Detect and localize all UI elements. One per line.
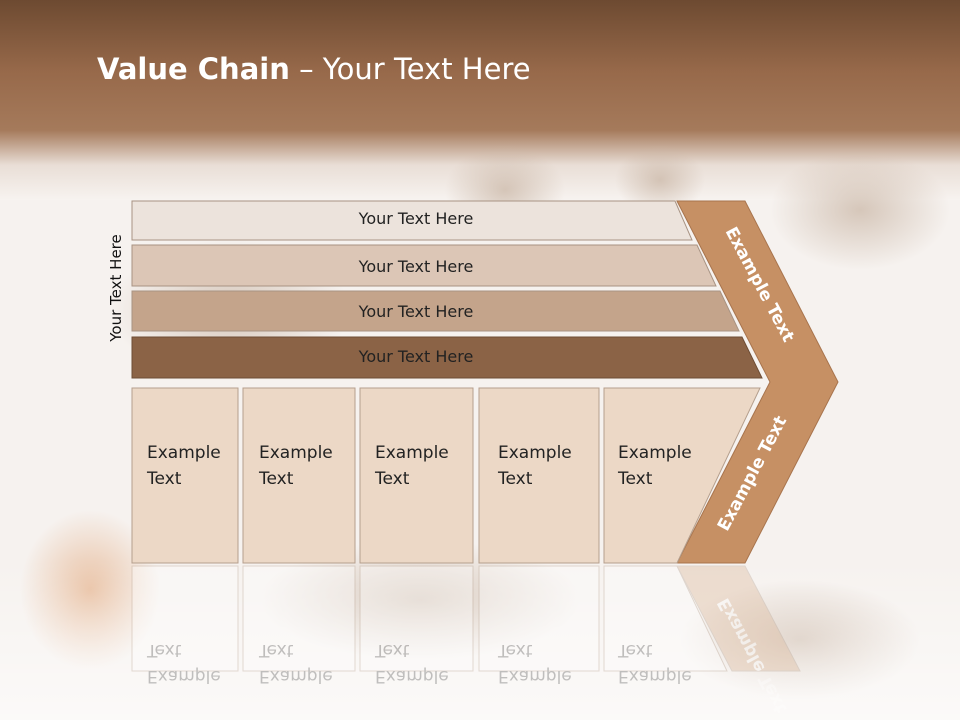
bar-1-label: Your Text Here xyxy=(358,209,474,228)
reflection-box-1 xyxy=(131,565,239,672)
reflection-text-3a: Example xyxy=(375,666,449,686)
activity-box-4-line1: Example xyxy=(498,443,572,463)
reflection-text-2a: Example xyxy=(259,666,333,686)
title-rest: – Your Text Here xyxy=(289,52,531,86)
reflection-text-3b: Text xyxy=(374,640,410,660)
reflection-box-4 xyxy=(478,565,600,672)
reflection-box-5 xyxy=(603,565,728,672)
side-label: Your Text Here xyxy=(107,234,125,342)
activity-box-5-line1: Example xyxy=(618,443,692,463)
bar-3-label: Your Text Here xyxy=(358,302,474,321)
activity-box-5-line2: Text xyxy=(617,469,653,489)
activity-box-2 xyxy=(242,387,356,564)
reflection-text-4b: Text xyxy=(497,640,533,660)
bar-3 xyxy=(131,290,740,332)
reflection-text-2b: Text xyxy=(258,640,294,660)
reflection-text-1b: Text xyxy=(146,640,182,660)
activity-box-1-line1: Example xyxy=(147,443,221,463)
reflection-box-2 xyxy=(242,565,356,672)
activity-box-3 xyxy=(359,387,474,564)
bar-2-label: Your Text Here xyxy=(358,257,474,276)
slide-title: Value Chain – Your Text Here xyxy=(97,52,531,86)
activity-box-4-line2: Text xyxy=(497,469,533,489)
reflection-text-5a: Example xyxy=(618,666,692,686)
bar-4-label: Your Text Here xyxy=(358,347,474,366)
activity-box-5 xyxy=(603,387,761,564)
activity-box-1 xyxy=(131,387,239,564)
activity-box-1-line2: Text xyxy=(146,469,182,489)
reflection-box-3 xyxy=(359,565,474,672)
activity-box-2-line2: Text xyxy=(258,469,294,489)
bar-1 xyxy=(131,200,693,241)
activity-box-2-line1: Example xyxy=(259,443,333,463)
diagram-reflection: Example Text Example Text Example Text E… xyxy=(131,565,801,716)
reflection-arrow xyxy=(676,565,801,672)
activity-box-4 xyxy=(478,387,600,564)
chevron-arrow xyxy=(676,200,839,564)
reflection-text-1a: Example xyxy=(147,666,221,686)
reflection-text-5b: Text xyxy=(617,640,653,660)
title-bold: Value Chain xyxy=(97,52,290,86)
reflection-text-4a: Example xyxy=(498,666,572,686)
bar-4 xyxy=(131,336,763,379)
bar-2 xyxy=(131,244,717,287)
activity-box-3-line1: Example xyxy=(375,443,449,463)
activity-box-3-line2: Text xyxy=(374,469,410,489)
